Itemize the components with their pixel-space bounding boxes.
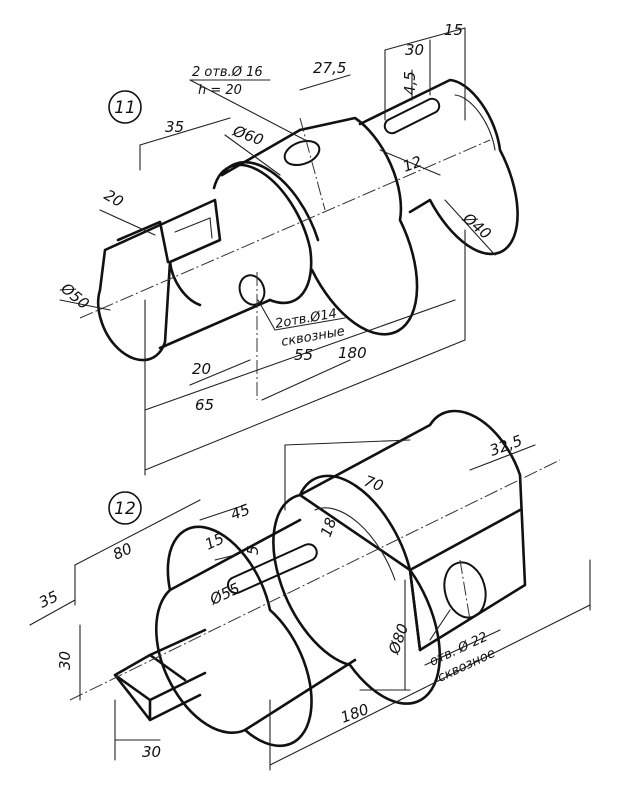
part-11-dimension-lines: [59, 27, 496, 476]
part-12-dimension-lines: [29, 439, 591, 771]
dim-12: 12: [400, 152, 424, 175]
part-12-side-hole: [443, 561, 487, 619]
dim-80: 80: [110, 539, 135, 563]
dim-32-5: 32,5: [487, 431, 525, 459]
dim-15: 15: [202, 529, 227, 553]
dim-55: 55: [294, 346, 313, 364]
note-holes-top-line1: 2 отв.Ø 16: [192, 65, 263, 80]
dim-18: 18: [317, 515, 340, 539]
part-11-keyway-slot: [383, 97, 441, 135]
part-12-square-block: [298, 409, 527, 652]
dim-diameter-40: Ø40: [459, 209, 495, 243]
part-12-drawing: 12: [29, 409, 591, 771]
dim-30-bottom: 30: [142, 743, 161, 761]
dim-45: 45: [228, 500, 252, 523]
part-12-keyway-slot: [226, 543, 318, 595]
dim-4-5: 4,5: [401, 71, 419, 95]
note-holes-top-line2: h = 20: [198, 83, 242, 98]
dim-5: 5: [244, 545, 262, 555]
part-11-collar: [298, 116, 419, 336]
part-11-number: 11: [114, 98, 136, 118]
dim-35: 35: [36, 587, 61, 611]
part-12-number: 12: [114, 499, 136, 519]
dim-180: 180: [338, 344, 367, 362]
part-11-number-circle: [108, 90, 142, 124]
dim-35: 35: [165, 118, 184, 136]
dim-diameter-60: Ø60: [230, 122, 266, 150]
dim-65: 65: [195, 396, 214, 414]
part-11-drawing: 11: [57, 21, 519, 476]
part-12-number-circle: [108, 491, 142, 525]
part-12-large-disc: [272, 474, 442, 705]
dim-30: 30: [405, 41, 424, 59]
dim-180: 180: [338, 700, 371, 727]
dim-70: 70: [362, 472, 386, 495]
part-11-top-hole: [283, 139, 321, 167]
dim-diameter-80: Ø80: [385, 621, 413, 657]
dim-15: 15: [444, 21, 463, 39]
dim-diameter-50: Ø50: [57, 279, 93, 313]
part-12-square-shank: [113, 628, 207, 722]
dim-20-top: 20: [101, 186, 127, 211]
part-12-middle-shaft: [168, 518, 357, 732]
dim-20-bottom: 20: [192, 360, 211, 378]
part-11-small-shaft: [358, 78, 519, 256]
dim-diameter-55: Ø55: [206, 579, 243, 609]
dim-30-left: 30: [56, 651, 74, 670]
dim-27-5: 27,5: [313, 59, 346, 77]
